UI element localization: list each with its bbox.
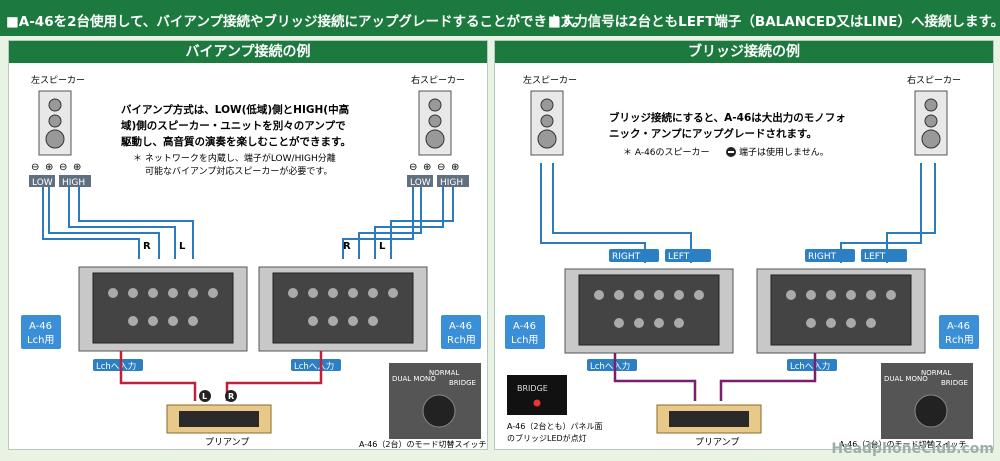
preamp-r-jack: R [228,392,234,401]
right-plus-label: RIGHT [612,252,641,262]
input-cables [119,351,323,401]
spk-terminal-minus: ⊖ [59,162,67,173]
bridge-caption-1: A-46（2台とも）パネル面 [507,421,602,431]
amp-left-tag-2: Lch用 [511,335,538,346]
bi-amp-desc-2: 域)側のスピーカー・ユニットを別々のアンプで [121,119,346,132]
spk-terminal-plus: ⊕ [423,162,431,173]
input-tag-right: Lchへ入力 [294,361,334,372]
input-tag-left: Lchへ入力 [590,361,630,372]
low-label: LOW [410,178,431,188]
preamp-label: プリアンプ [205,437,249,448]
bridge-diagram: 左スピーカー 右スピーカー ブリッジ接続にすると、A-46は大出力のモノフォ ニ… [505,74,979,449]
bi-amp-diagram: 左スピーカー 右スピーカー ⊖ ⊕ ⊖ ⊕ ⊖ ⊕ ⊖ ⊕ LOW HIGH L… [21,74,486,449]
preamp-label: プリアンプ [695,437,739,448]
bi-amp-panel: バイアンプ接続の例 左スピーカー 右スピーカー ⊖ ⊕ ⊖ ⊕ ⊖ ⊕ ⊖ ⊕ … [8,40,488,450]
switch-normal: NORMAL [921,369,951,377]
amp-right-tag-2: Rch用 [945,335,974,346]
bridge-desc-1: ブリッジ接続にすると、A-46は大出力のモノフォ [609,111,846,124]
bridge-title: ブリッジ接続の例 [495,41,993,63]
bridge-led-panel [507,375,567,415]
spk-terminal-minus: ⊖ [31,162,39,173]
amp-right [756,268,926,354]
high-label: HIGH [62,178,85,188]
speaker-cables [42,187,454,259]
input-cables [613,353,817,401]
low-label: LOW [32,178,53,188]
left-speaker [38,90,72,156]
bi-amp-note-2: 可能なバイアンプ対応スピーカーが必要です。 [145,165,332,177]
r-label: R [143,241,151,252]
amp-left [78,266,248,352]
bridge-led-label: BRIDGE [517,384,548,393]
bridge-panel: ブリッジ接続の例 左スピーカー 右スピーカー ブリッジ接続にすると、A-46は大… [494,40,994,450]
preamp-l-jack: L [202,392,207,401]
switch-bridge: BRIDGE [941,379,968,387]
amp-left [564,268,734,354]
watermark: HeadphoneClub.com [831,441,994,457]
left-speaker-label: 左スピーカー [31,74,85,86]
bridge-desc-2: ニック・アンプにアップグレードされます。 [609,127,817,140]
header-note-right: ■入力信号は2台ともLEFT端子（BALANCED又はLINE）へ接続します。 [548,14,1000,30]
switch-bridge: BRIDGE [449,379,476,387]
r-label: R [343,241,351,252]
left-plus-label: LEFT [864,252,886,262]
left-speaker-label: 左スピーカー [523,74,577,86]
high-label: HIGH [440,178,463,188]
right-speaker [914,90,948,156]
bi-amp-desc-1: バイアンプ方式は、LOW(低域)側とHIGH(中高 [121,103,350,116]
bi-amp-title: バイアンプ接続の例 [9,41,487,63]
amp-left-tag-1: A-46 [513,321,536,332]
spk-terminal-plus: ⊕ [73,162,81,173]
bridge-note-2: 端子は使用しません。 [739,146,829,158]
right-plus-label: RIGHT [808,252,837,262]
speaker-cables [540,163,936,263]
preamp [166,404,272,434]
preamp [656,404,762,434]
header-note-left: ■A-46を2台使用して、バイアンプ接続やブリッジ接続にアップグレードすることが… [6,14,587,30]
amp-left-tag-1: A-46 [29,321,52,332]
right-speaker-label: 右スピーカー [411,74,465,86]
switch-caption-1: A-46（2台）のモード切替スイッチ [359,439,486,449]
amp-right-tag-1: A-46 [947,321,970,332]
left-plus-label: LEFT [668,252,690,262]
switch-caption-1: A-46（2台）のモード切替スイッチ [839,439,966,449]
bridge-note-1: ＊ A-46のスピーカー [623,147,710,158]
bridge-led-icon [533,399,541,407]
amp-right [258,266,428,352]
amp-left-tag-2: Lch用 [27,335,54,346]
spk-terminal-plus: ⊕ [451,162,459,173]
l-label: L [379,241,386,252]
amp-right-tag-2: Rch用 [447,335,476,346]
spk-terminal-minus: ⊖ [409,162,417,173]
right-speaker [418,90,452,156]
input-tag-right: Lchへ入力 [790,361,830,372]
bi-amp-desc-3: 駆動し、高音質の演奏を楽しむことができます。 [121,135,351,148]
amp-right-tag-1: A-46 [449,321,472,332]
bridge-caption-2: のブリッジLEDが点灯 [507,433,587,443]
header-bar: ■A-46を2台使用して、バイアンプ接続やブリッジ接続にアップグレードすることが… [0,0,1000,36]
switch-dual-mono: DUAL MONO [392,375,436,383]
left-speaker [530,90,564,156]
input-tag-left: Lchへ入力 [96,361,136,372]
switch-dual-mono: DUAL MONO [884,375,928,383]
right-speaker-label: 右スピーカー [907,74,961,86]
bi-amp-note-1: ＊ ネットワークを内蔵し、端子がLOW/HIGH分離 [133,152,336,164]
spk-terminal-plus: ⊕ [45,162,53,173]
spk-terminal-minus: ⊖ [437,162,445,173]
l-label: L [179,241,186,252]
switch-normal: NORMAL [429,369,459,377]
